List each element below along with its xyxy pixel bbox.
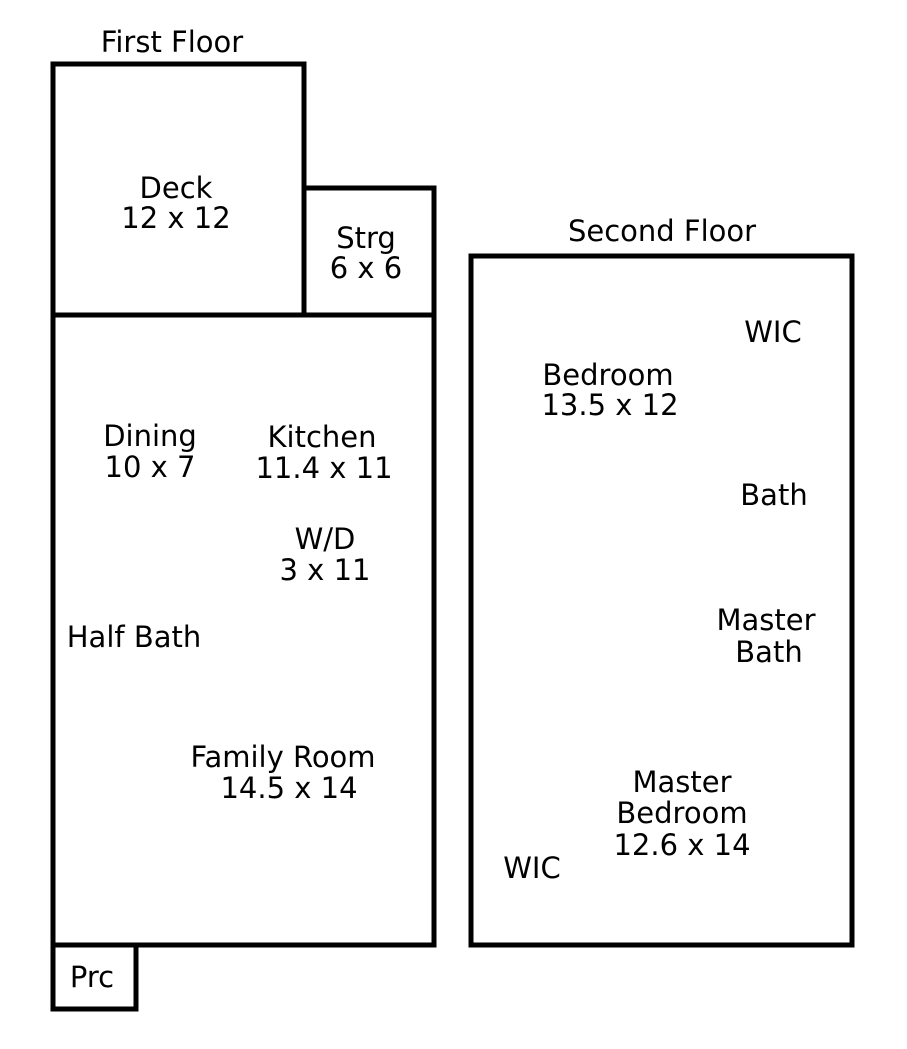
master-bath-label-line2: Bath: [735, 635, 802, 669]
porch-outline: [50, 942, 139, 1012]
wic-lower-label: WIC: [503, 851, 560, 885]
kitchen-size: 11.4 x 11: [255, 451, 392, 485]
wd-size: 3 x 11: [280, 553, 371, 587]
half-bath-label: Half Bath: [67, 620, 201, 654]
master-bedroom-size: 12.6 x 14: [613, 828, 750, 862]
storage-size: 6 x 6: [330, 251, 403, 285]
deck-label: Deck: [140, 171, 213, 205]
porch-label: Prc: [70, 960, 114, 994]
bath-label: Bath: [740, 478, 807, 512]
bedroom-size: 13.5 x 12: [541, 388, 678, 422]
second-floor-outline: [468, 253, 855, 948]
deck-size: 12 x 12: [121, 201, 230, 235]
second-floor-plan: Second Floor WIC Bedroom 13.5 x 12 Bath …: [468, 214, 855, 948]
kitchen-label: Kitchen: [268, 420, 377, 454]
master-bath-label-line1: Master: [716, 603, 815, 637]
dining-size: 10 x 7: [105, 450, 196, 484]
dining-label: Dining: [103, 419, 197, 453]
master-bedroom-label-line2: Bedroom: [616, 796, 747, 830]
family-room-label: Family Room: [190, 740, 375, 774]
first-floor-plan: First Floor Deck 12 x 12 Strg 6 x 6 Dini…: [50, 25, 437, 1012]
wd-label: W/D: [295, 522, 356, 556]
first-floor-title: First Floor: [101, 25, 243, 59]
storage-label: Strg: [336, 221, 396, 255]
master-bedroom-label-line1: Master: [632, 765, 731, 799]
second-floor-title: Second Floor: [568, 214, 756, 248]
bedroom-label: Bedroom: [542, 358, 673, 392]
wic-upper-label: WIC: [744, 315, 801, 349]
family-room-size: 14.5 x 14: [220, 771, 357, 805]
main-floor-outline: [50, 312, 437, 948]
